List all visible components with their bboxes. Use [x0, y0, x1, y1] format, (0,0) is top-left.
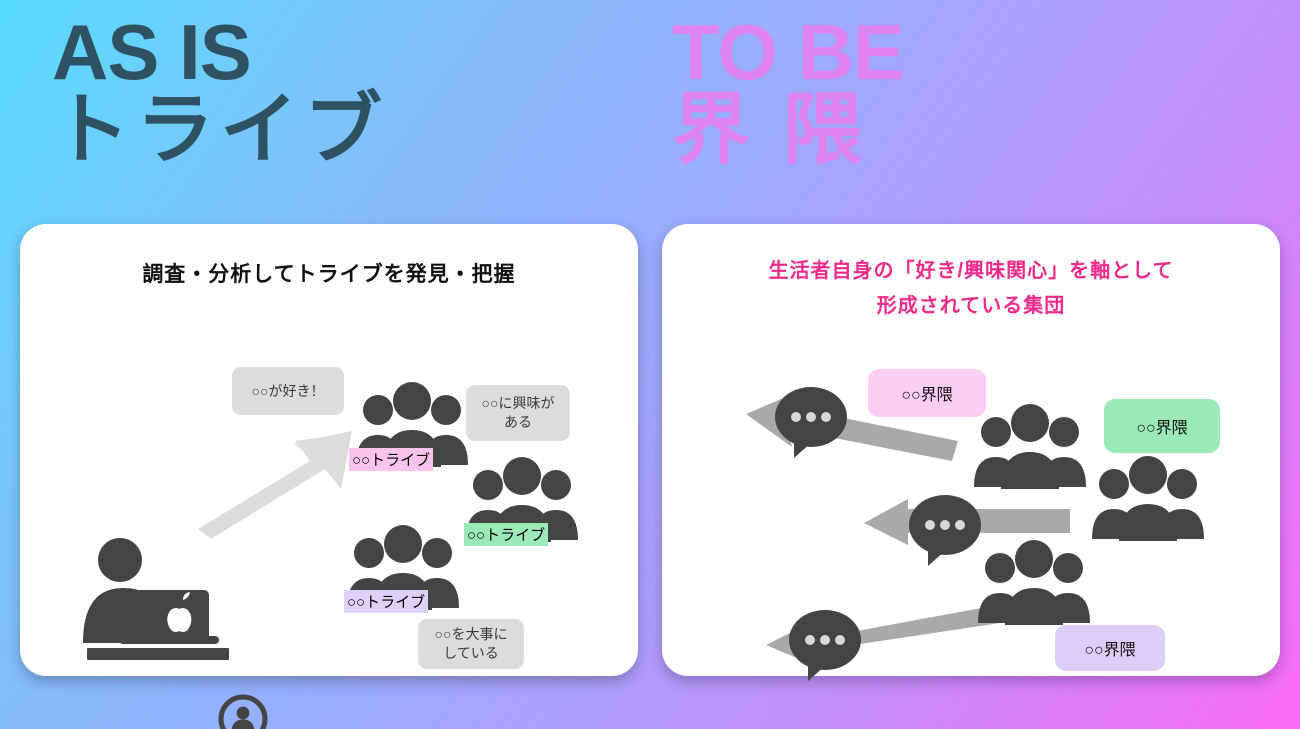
heading-as-is-jp: トライブ — [52, 84, 389, 173]
person-at-laptop-icon — [67, 528, 232, 673]
to-be-card-title: 生活者自身の「好き/興味関心」を軸として 形成されている集団 — [662, 254, 1280, 324]
kaiwai-bubble-3-text: ○○界隈 — [1084, 642, 1136, 659]
tribe-label-1: ○○トライブ — [349, 448, 434, 471]
heading-to-be: TO BE 界 隈 — [672, 8, 905, 173]
to-be-card-title-line1: 生活者自身の「好き/興味関心」を軸として — [768, 260, 1174, 282]
people-group-icon — [976, 538, 1092, 630]
kaiwai-bubble-1-text: ○○界隈 — [901, 387, 953, 404]
chat-dots-icon — [786, 607, 864, 683]
people-group-icon — [972, 402, 1088, 494]
speech-bubble-values: ○○を大事にしている — [418, 619, 524, 669]
heading-as-is: AS IS トライブ — [52, 8, 389, 173]
speech-bubble-likes: ○○が好き！ — [232, 367, 344, 415]
tribe-label-3: ○○トライブ — [344, 590, 429, 613]
as-is-card: 調査・分析してトライブを発見・把握 — [20, 224, 638, 729]
speech-bubble-values-text: ○○を大事にしている — [434, 626, 508, 661]
to-be-card-title-line2: 形成されている集団 — [876, 295, 1066, 317]
people-group-icon — [1090, 454, 1206, 546]
heading-as-is-en: AS IS — [52, 8, 252, 96]
magnifier-person-icon — [215, 691, 289, 729]
speech-bubble-likes-text: ○○が好き！ — [251, 382, 325, 399]
speech-bubble-interest: ○○に興味がある — [466, 385, 570, 441]
kaiwai-bubble-2: ○○界隈 — [1104, 399, 1220, 453]
tribe-label-2: ○○トライブ — [464, 523, 549, 546]
heading-to-be-en: TO BE — [672, 8, 905, 96]
as-is-card-stage: 調査・分析してトライブを発見・把握 — [20, 258, 638, 729]
headings-row: AS IS トライブ TO BE 界 隈 — [0, 0, 1300, 216]
left-arrow-icon — [740, 389, 960, 474]
kaiwai-bubble-3: ○○界隈 — [1055, 625, 1165, 671]
kaiwai-bubble-1: ○○界隈 — [868, 369, 986, 417]
up-right-arrow-icon — [198, 431, 358, 541]
left-arrow-icon — [762, 581, 1002, 671]
chat-dots-icon — [772, 384, 850, 460]
speech-bubble-interest-text: ○○に興味がある — [481, 395, 555, 430]
chat-dots-icon — [906, 492, 984, 568]
to-be-card: 生活者自身の「好き/興味関心」を軸として 形成されている集団 — [662, 224, 1280, 681]
kaiwai-bubble-2-text: ○○界隈 — [1136, 420, 1188, 437]
heading-to-be-jp: 界 隈 — [672, 84, 868, 173]
as-is-card-title: 調査・分析してトライブを発見・把握 — [142, 263, 516, 286]
to-be-card-stage: 生活者自身の「好き/興味関心」を軸として 形成されている集団 — [662, 254, 1280, 706]
